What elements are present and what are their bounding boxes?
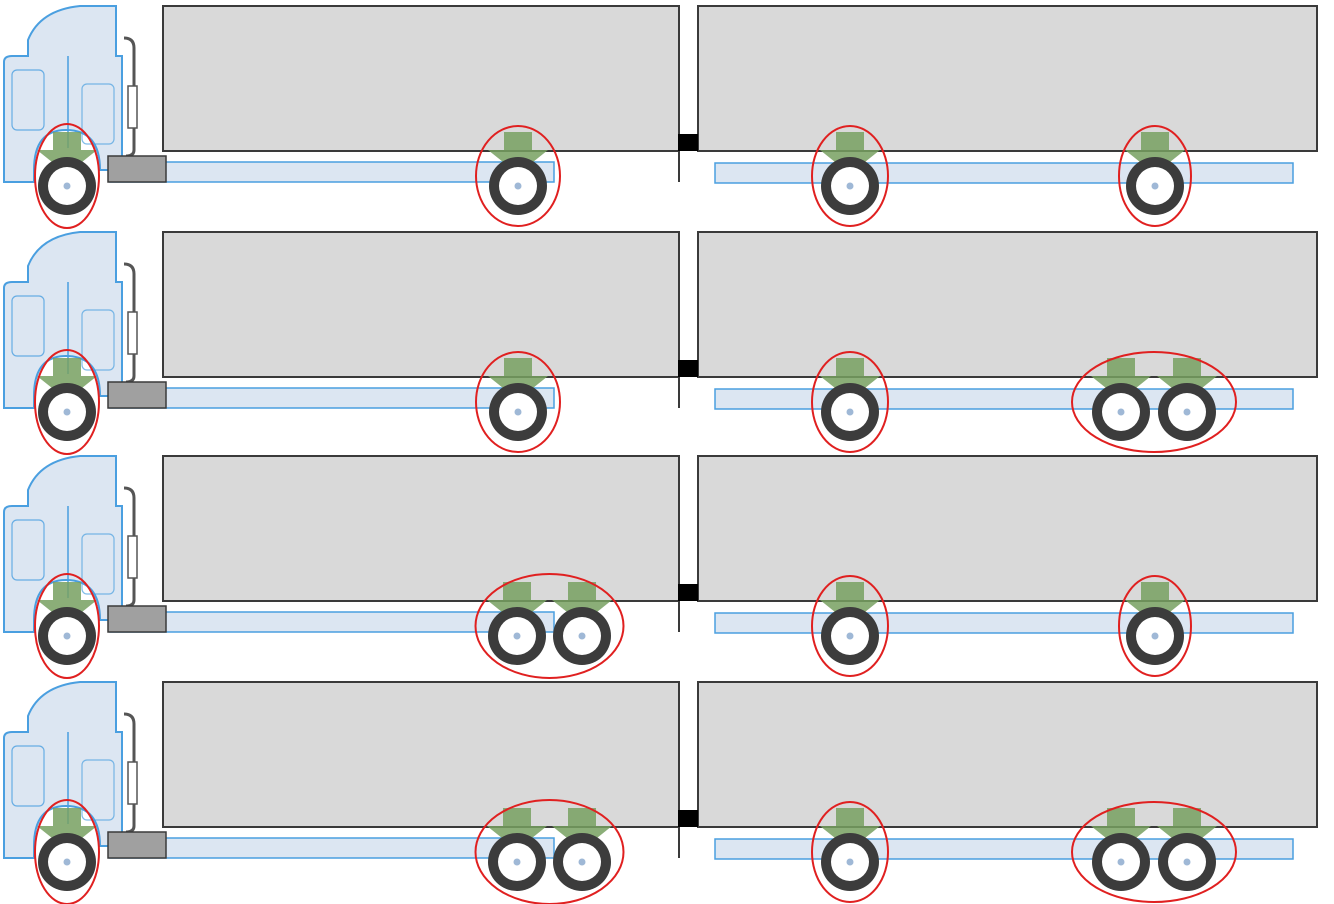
wheel-hub (1151, 182, 1159, 190)
wheel-hub (846, 632, 854, 640)
load-arrow-icon (488, 132, 548, 174)
wheel-hub (513, 632, 521, 640)
wheel-hub (1183, 408, 1191, 416)
wheel-hub (63, 182, 71, 190)
cab-side-window (81, 533, 115, 595)
wheel-hub (1117, 408, 1125, 416)
vehicle-row-2 (3, 231, 1318, 455)
load-arrow-icon (37, 582, 97, 624)
load-arrow-icon (820, 358, 880, 400)
axle-group-ring-icon (811, 801, 889, 903)
trailer-chassis (714, 612, 1294, 634)
fifth-wheel-plate (107, 155, 167, 183)
axle-group-ring-icon (474, 573, 625, 679)
exhaust-muffler (127, 535, 138, 579)
load-arrow-icon (37, 358, 97, 400)
axle-group-ring-icon (34, 349, 100, 455)
axle-group-ring-icon (34, 123, 100, 229)
axle-group-ring-icon (475, 125, 561, 227)
load-arrow-icon (37, 808, 97, 850)
coupler-icon (678, 584, 698, 601)
wheel-hub (63, 858, 71, 866)
axle-group-ring-icon (34, 573, 100, 679)
semi-trailer-chassis (109, 837, 555, 859)
fifth-wheel-plate (107, 831, 167, 859)
semi-trailer-body (162, 455, 680, 602)
load-arrow-icon (1091, 358, 1151, 400)
load-arrow-icon (820, 808, 880, 850)
load-arrow-icon (820, 132, 880, 174)
coupler-icon (678, 360, 698, 377)
wheel-hub (846, 858, 854, 866)
wheel-hub (513, 858, 521, 866)
trailer-body (697, 231, 1318, 378)
load-arrow-icon (487, 582, 547, 624)
fifth-wheel-plate (107, 605, 167, 633)
load-arrow-icon (552, 582, 612, 624)
load-arrow-icon (37, 132, 97, 174)
exhaust-muffler (127, 311, 138, 355)
cab-window (11, 295, 45, 357)
cab-side-window (81, 83, 115, 145)
wheel-hub (846, 182, 854, 190)
cab-window (11, 519, 45, 581)
axle-group-ring-icon (1071, 351, 1237, 453)
wheel-hub (514, 182, 522, 190)
semi-trailer-chassis (109, 161, 555, 183)
axle-group-ring-icon (1118, 575, 1192, 677)
wheel-hub (1117, 858, 1125, 866)
cab-window (11, 745, 45, 807)
coupler-icon (678, 134, 698, 151)
axle-group-ring-icon (811, 575, 889, 677)
fifth-wheel-plate (107, 381, 167, 409)
axle-group-ring-icon (1071, 801, 1237, 903)
wheel-hub (63, 632, 71, 640)
load-arrow-icon (820, 582, 880, 624)
axle-group-ring-icon (1118, 125, 1192, 227)
trailer-body (697, 5, 1318, 152)
exhaust-muffler (127, 85, 138, 129)
axle-group-ring-icon (474, 799, 625, 904)
exhaust-muffler (127, 761, 138, 805)
vehicle-row-1 (3, 5, 1318, 229)
trailer-body (697, 455, 1318, 602)
wheel-hub (1183, 858, 1191, 866)
load-arrow-icon (1125, 582, 1185, 624)
cab-side-window (81, 759, 115, 821)
semi-trailer-body (162, 5, 680, 152)
axle-group-ring-icon (475, 351, 561, 453)
load-arrow-icon (552, 808, 612, 850)
semi-trailer-body (162, 681, 680, 828)
semi-trailer-chassis (109, 387, 555, 409)
trailer-chassis (714, 162, 1294, 184)
semi-trailer-chassis (109, 611, 555, 633)
axle-group-ring-icon (34, 799, 100, 904)
load-arrow-icon (1157, 358, 1217, 400)
cab-side-window (81, 309, 115, 371)
semi-trailer-body (162, 231, 680, 378)
load-arrow-icon (1157, 808, 1217, 850)
vehicle-row-3 (3, 455, 1318, 679)
axle-group-ring-icon (811, 351, 889, 453)
load-arrow-icon (1125, 132, 1185, 174)
cab-window (11, 69, 45, 131)
wheel-hub (578, 858, 586, 866)
load-arrow-icon (487, 808, 547, 850)
wheel-hub (1151, 632, 1159, 640)
wheel-hub (846, 408, 854, 416)
coupler-icon (678, 810, 698, 827)
axle-group-ring-icon (811, 125, 889, 227)
load-arrow-icon (1091, 808, 1151, 850)
wheel-hub (63, 408, 71, 416)
load-arrow-icon (488, 358, 548, 400)
vehicle-row-4 (3, 681, 1318, 904)
trailer-body (697, 681, 1318, 828)
wheel-hub (514, 408, 522, 416)
wheel-hub (578, 632, 586, 640)
